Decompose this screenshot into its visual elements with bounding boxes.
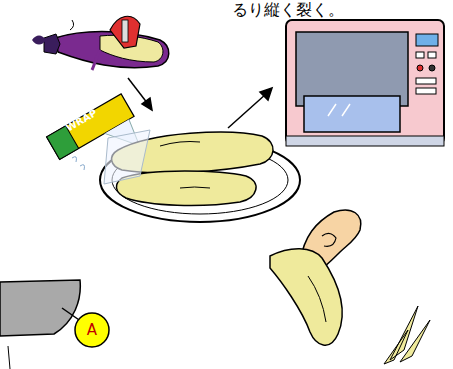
instruction-text: るり縦く裂く。	[232, 0, 344, 21]
knife	[0, 280, 80, 369]
callout-circle: A	[74, 312, 110, 348]
process-arrow	[128, 78, 272, 128]
hand-tearing-eggplant	[270, 210, 430, 364]
eggplant-peeling	[32, 16, 169, 70]
microwave-oven	[286, 20, 444, 146]
callout-letter: A	[87, 321, 97, 339]
plate	[100, 130, 300, 222]
